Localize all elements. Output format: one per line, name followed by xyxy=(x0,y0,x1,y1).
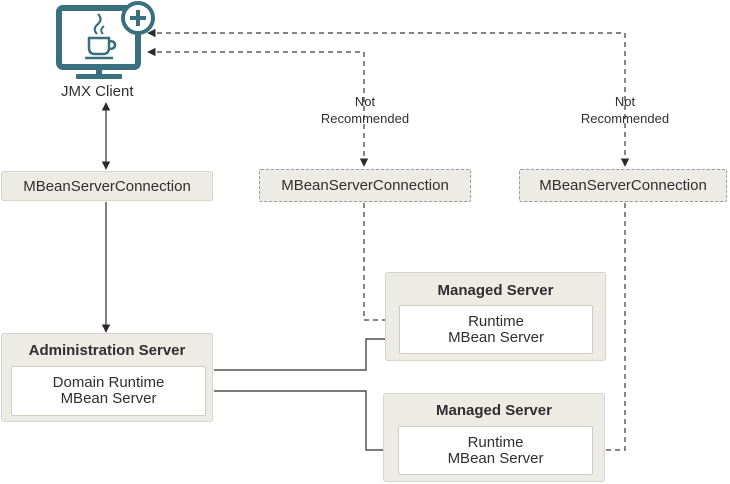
administration-server: Administration Server Domain Runtime MBe… xyxy=(1,333,213,422)
managed-server-2: Managed Server Runtime MBean Server xyxy=(383,393,605,482)
not-recommended-right-path xyxy=(147,28,630,167)
managed-server-1-title: Managed Server xyxy=(437,282,554,299)
administration-server-title: Administration Server xyxy=(28,342,186,359)
managed-server-1: Managed Server Runtime MBean Server xyxy=(385,272,606,361)
admin-managed2-arrow xyxy=(214,390,397,455)
not-recommended-label-right: Not Recommended xyxy=(580,94,670,126)
jmx-client-label: JMX Client xyxy=(61,83,134,100)
mbean-server-connection-middle: MBeanServerConnection xyxy=(259,169,471,202)
runtime-mbean-server-2: Runtime MBean Server xyxy=(398,426,593,475)
managed-server-2-title: Managed Server xyxy=(436,402,552,419)
java-monitor-plus-icon xyxy=(56,1,155,79)
not-recommended-label-middle: Not Recommended xyxy=(320,94,410,126)
right-managed2-arrow xyxy=(593,203,626,455)
admin-managed1-arrow xyxy=(214,334,397,371)
runtime-mbean-server-1: Runtime MBean Server xyxy=(399,305,593,354)
domain-runtime-mbean-server: Domain Runtime MBean Server xyxy=(11,366,206,416)
mbean-server-connection-right: MBeanServerConnection xyxy=(519,169,727,202)
mbean-server-connection-left: MBeanServerConnection xyxy=(1,171,213,201)
